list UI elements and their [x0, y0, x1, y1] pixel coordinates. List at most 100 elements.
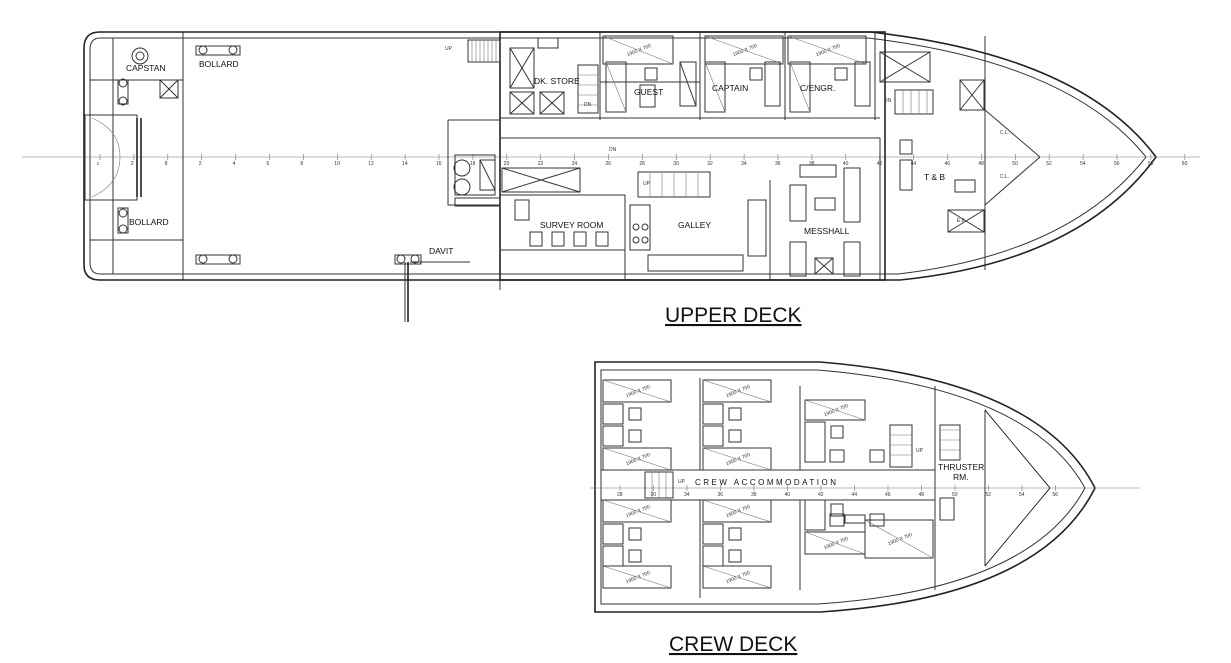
thruster-rm-label: RM.	[953, 472, 969, 482]
frame-number: 16	[436, 161, 442, 167]
frame-number: 22	[538, 161, 544, 167]
frame-number: 34	[741, 161, 747, 167]
bunk-size-label: 1900 X 700	[725, 384, 751, 399]
frame-number: 2	[199, 161, 202, 167]
stair-down-label: DN	[609, 147, 617, 153]
bunk-size-label: 1900 X 700	[823, 536, 849, 551]
bunk	[787, 35, 867, 65]
frame-number: 10	[334, 161, 340, 167]
dk-store-label: DK. STORE	[534, 76, 580, 86]
bunk	[702, 379, 772, 403]
bunk-size-label: 1900 X 700	[725, 452, 751, 467]
thruster-label: THRUSTER	[938, 462, 984, 472]
frame-number: 36	[775, 161, 781, 167]
chair-icon	[595, 231, 609, 247]
frame-number: 18	[470, 161, 476, 167]
stair-up-label: UP	[916, 448, 924, 454]
frame-number: 30	[673, 161, 679, 167]
frame-number: 34	[684, 492, 690, 498]
stair-up-label: UP	[678, 479, 686, 485]
bunk	[602, 35, 674, 65]
table-icon	[814, 197, 836, 211]
frame-number: c	[97, 161, 100, 167]
frame-number: 12	[368, 161, 374, 167]
frame-number: 4	[233, 161, 236, 167]
stair-down-label: DN	[584, 102, 592, 108]
frame-number: 54	[1080, 161, 1086, 167]
frame-number: 50	[1012, 161, 1018, 167]
frame-number: 42	[818, 492, 824, 498]
bunk	[702, 565, 772, 589]
capstan-icon	[131, 47, 149, 65]
frame-number: 30	[651, 492, 657, 498]
bench	[789, 184, 807, 222]
davit-label: DAVIT	[429, 246, 453, 256]
captain-label: CAPTAIN	[712, 83, 748, 93]
frame-number: 6	[267, 161, 270, 167]
frame-number: 2	[131, 161, 134, 167]
chair-icon	[551, 231, 565, 247]
bunk	[501, 167, 581, 193]
frame-number: 46	[945, 161, 951, 167]
crew-deck-title: CREW DECK	[669, 633, 797, 656]
messhall-label: MESSHALL	[804, 226, 850, 236]
upper-deck-hull	[83, 31, 1157, 281]
bunk	[602, 499, 672, 523]
t-and-b-label: T & B	[924, 172, 945, 182]
frame-number: 48	[919, 492, 925, 498]
bollard-label: BOLLARD	[129, 217, 169, 227]
frame-number: 60	[1182, 161, 1188, 167]
bunk	[702, 447, 772, 471]
frame-number: 44	[911, 161, 917, 167]
c-engr-label: C/ENGR.	[800, 83, 835, 93]
bollard-icon	[117, 78, 129, 106]
bunk	[602, 565, 672, 589]
capstan-label: CAPSTAN	[126, 63, 166, 73]
bunk-size-label: 1900 X 700	[815, 43, 841, 58]
bollard-icon	[117, 207, 129, 234]
bunk	[864, 519, 934, 559]
bollard-icon	[195, 45, 241, 56]
frame-number: 52	[1046, 161, 1052, 167]
frame-number: 20	[504, 161, 510, 167]
frame-number: 40	[843, 161, 849, 167]
counter	[647, 254, 744, 272]
bunk	[702, 499, 772, 523]
bunk-size-label: 1900 X 700	[626, 43, 652, 58]
bunk-size-label: 1900 X 700	[625, 570, 651, 585]
frame-number: 14	[402, 161, 408, 167]
galley-label: GALLEY	[678, 220, 711, 230]
frame-number: 54	[1019, 492, 1025, 498]
chair-icon	[529, 231, 543, 247]
bunk-size-label: 1900 X 700	[625, 452, 651, 467]
stair-down	[577, 64, 599, 114]
stair-down	[894, 89, 934, 115]
stair-up-label: UP	[445, 46, 453, 52]
stair-up	[889, 424, 913, 468]
ef-label: E.F.	[957, 218, 966, 224]
guest-label: GUEST	[634, 87, 663, 97]
hatch-box	[159, 79, 179, 99]
frame-number: 8	[300, 161, 303, 167]
frame-number: 44	[852, 492, 858, 498]
frame-number: 28	[617, 492, 623, 498]
frame-number: 40	[785, 492, 791, 498]
stove-icon	[629, 204, 651, 251]
bunk-size-label: 1900 X 700	[725, 570, 751, 585]
chair-icon	[573, 231, 587, 247]
frame-number: 48	[978, 161, 984, 167]
frame-number: 52	[986, 492, 992, 498]
superstructure-outline	[499, 31, 886, 281]
bollard-icon	[195, 254, 241, 265]
frame-number: 58	[1148, 161, 1154, 167]
frame-number: 38	[751, 492, 757, 498]
bunk	[602, 447, 672, 471]
centerline-label: C.L.	[1000, 130, 1009, 136]
bunk-size-label: 1900 X 700	[725, 504, 751, 519]
bunk	[804, 399, 866, 421]
